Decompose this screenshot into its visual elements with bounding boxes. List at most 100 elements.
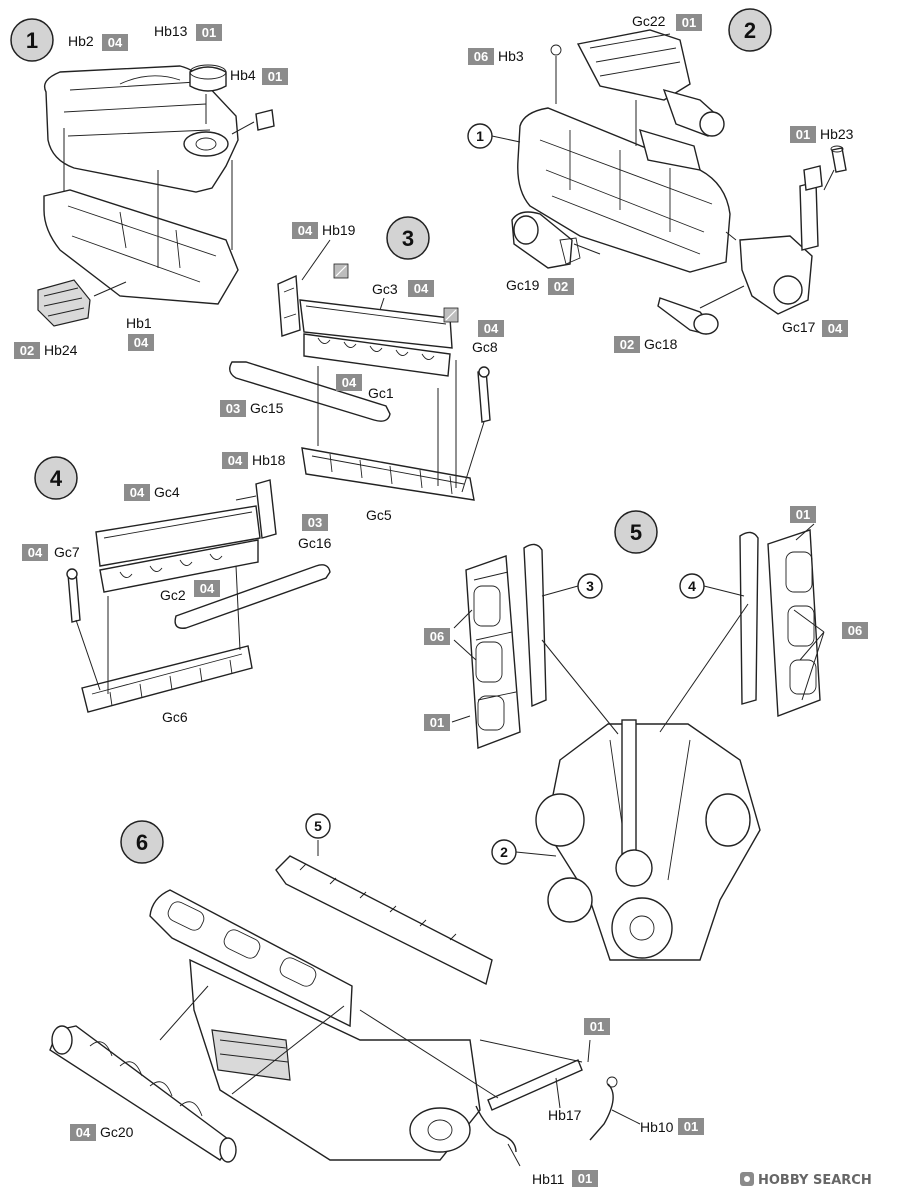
svg-text:2: 2 [500, 844, 508, 860]
svg-text:4: 4 [688, 578, 696, 594]
label-hb10: Hb10 01 [640, 1118, 704, 1135]
label-hb24: 02 Hb24 [14, 342, 78, 359]
badge-step5-right-06: 06 [842, 622, 868, 639]
svg-text:06: 06 [430, 629, 444, 644]
svg-text:Hb18: Hb18 [252, 452, 286, 468]
svg-text:01: 01 [796, 507, 810, 522]
label-gc18: 02 Gc18 [614, 336, 678, 353]
label-gc17: Gc17 04 [782, 319, 848, 337]
label-hb23: 01 Hb23 [790, 126, 854, 143]
svg-text:04: 04 [414, 281, 429, 296]
svg-text:Gc2: Gc2 [160, 587, 186, 603]
step-1-drawing [37, 64, 275, 327]
svg-text:02: 02 [620, 337, 634, 352]
label-gc2: Gc2 04 [160, 580, 220, 603]
svg-text:03: 03 [226, 401, 240, 416]
svg-text:Gc1: Gc1 [368, 385, 394, 401]
svg-text:Gc19: Gc19 [506, 277, 540, 293]
label-gc19: Gc19 02 [506, 277, 574, 295]
svg-text:Gc15: Gc15 [250, 400, 284, 416]
step-number-6: 6 [120, 820, 164, 864]
step-number-4: 4 [34, 456, 78, 500]
ref-subassembly-1: 1 [467, 123, 521, 149]
svg-text:06: 06 [848, 623, 862, 638]
label-hb17: Hb17 [548, 1107, 582, 1123]
svg-text:Gc3: Gc3 [372, 281, 398, 297]
svg-text:Gc22: Gc22 [632, 13, 666, 29]
label-hb4: Hb4 01 [230, 67, 288, 85]
label-gc16: 03 Gc16 [298, 514, 332, 551]
svg-text:2: 2 [744, 18, 756, 43]
svg-text:Gc6: Gc6 [162, 709, 188, 725]
svg-text:04: 04 [342, 375, 357, 390]
svg-text:Hb10: Hb10 [640, 1119, 674, 1135]
paint-note-icon [333, 263, 349, 279]
svg-text:03: 03 [308, 515, 322, 530]
svg-text:04: 04 [200, 581, 215, 596]
badge-step5-left-06: 06 [424, 628, 450, 645]
label-hb2: Hb2 04 [68, 33, 128, 51]
label-gc7: 04 Gc7 [22, 544, 80, 561]
svg-text:01: 01 [590, 1019, 604, 1034]
step-5-drawing [451, 523, 825, 961]
svg-text:Gc4: Gc4 [154, 484, 180, 500]
badge-step6-rod-01: 01 [584, 1018, 610, 1035]
svg-text:04: 04 [228, 453, 243, 468]
svg-text:06: 06 [474, 49, 488, 64]
svg-text:04: 04 [484, 321, 499, 336]
step-number-5: 5 [614, 510, 658, 554]
step-4-drawing [66, 479, 331, 713]
svg-text:01: 01 [202, 25, 216, 40]
svg-text:Hb13: Hb13 [154, 23, 188, 39]
label-hb18: 04 Hb18 [222, 452, 286, 469]
svg-text:HOBBY SEARCH: HOBBY SEARCH [758, 1173, 872, 1188]
badge-step5-left-01: 01 [424, 714, 450, 731]
svg-text:Hb4: Hb4 [230, 67, 256, 83]
svg-text:Gc20: Gc20 [100, 1124, 134, 1140]
svg-text:Hb11: Hb11 [532, 1171, 565, 1187]
step-number-1: 1 [10, 18, 54, 62]
svg-text:01: 01 [796, 127, 810, 142]
svg-text:02: 02 [20, 343, 34, 358]
watermark: HOBBY SEARCH [740, 1172, 872, 1188]
svg-text:04: 04 [828, 321, 843, 336]
label-gc3: Gc3 04 [372, 280, 434, 311]
paint-note-icon [443, 307, 459, 323]
svg-text:04: 04 [298, 223, 313, 238]
svg-text:Gc5: Gc5 [366, 507, 392, 523]
step-number-3: 3 [386, 216, 430, 260]
ref-subassembly-4: 4 [679, 573, 745, 599]
svg-text:Hb23: Hb23 [820, 126, 854, 142]
svg-text:01: 01 [430, 715, 444, 730]
svg-text:4: 4 [50, 466, 63, 491]
ref-subassembly-2: 2 [491, 839, 517, 865]
svg-text:5: 5 [314, 818, 322, 834]
label-gc5: Gc5 [366, 507, 392, 523]
label-hb3: 06 Hb3 [468, 48, 524, 65]
svg-text:Gc16: Gc16 [298, 535, 332, 551]
label-hb13: Hb13 01 [154, 23, 222, 41]
svg-text:6: 6 [136, 830, 148, 855]
svg-text:Hb19: Hb19 [322, 222, 356, 238]
svg-text:01: 01 [578, 1171, 592, 1186]
svg-text:Hb3: Hb3 [498, 48, 524, 64]
label-gc15: 03 Gc15 [220, 400, 284, 417]
svg-text:1: 1 [476, 128, 484, 144]
svg-text:1: 1 [26, 28, 38, 53]
step-6-drawing [49, 840, 641, 1167]
label-gc22: Gc22 01 [632, 13, 702, 31]
step-number-2: 2 [728, 8, 772, 52]
svg-text:01: 01 [268, 69, 282, 84]
label-hb1: Hb1 04 [126, 315, 154, 351]
svg-text:04: 04 [76, 1125, 91, 1140]
hobby-search-logo-icon [740, 1172, 754, 1186]
svg-text:02: 02 [554, 279, 568, 294]
svg-text:01: 01 [682, 15, 696, 30]
svg-text:Hb24: Hb24 [44, 342, 78, 358]
svg-text:Hb1: Hb1 [126, 315, 152, 331]
svg-text:04: 04 [130, 485, 145, 500]
svg-text:04: 04 [28, 545, 43, 560]
svg-text:04: 04 [108, 35, 123, 50]
